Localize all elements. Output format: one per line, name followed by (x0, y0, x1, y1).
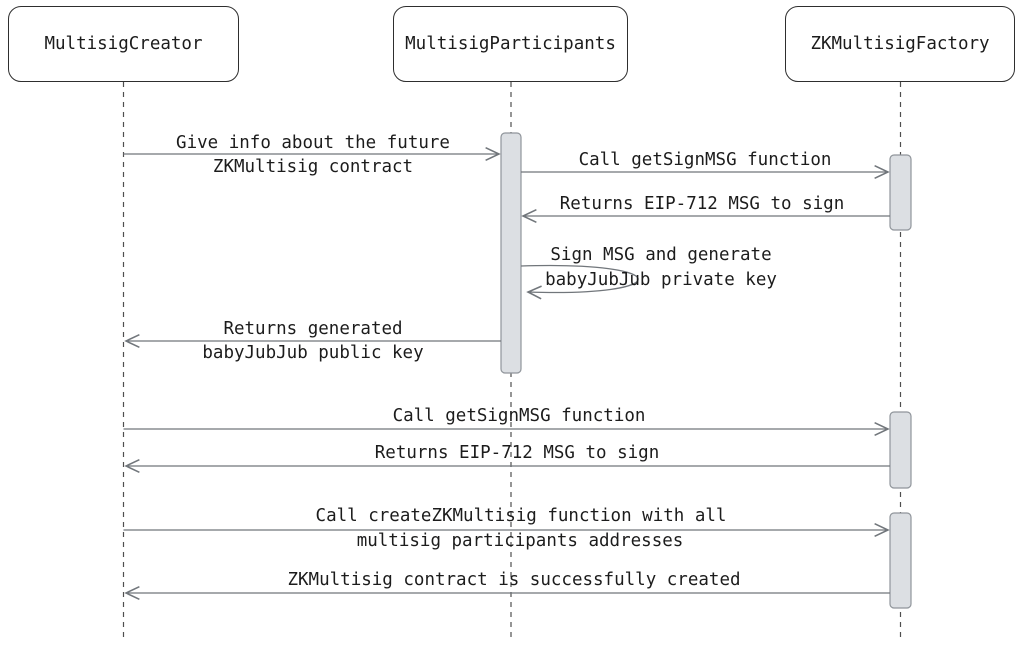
message-1-line-1: Give info about the future (176, 133, 450, 153)
message-4-line-2: babyJubJub private key (545, 270, 777, 290)
message-9-line-1: ZKMultisig contract is successfully crea… (287, 570, 741, 590)
message-6-line-1: Call getSignMSG function (392, 406, 646, 426)
participant-box-zkmultisig-factory: ZKMultisigFactory (785, 6, 1015, 82)
message-5-line-2: babyJubJub public key (202, 343, 424, 363)
message-3-line-1: Returns EIP-712 MSG to sign (559, 194, 845, 214)
message-4-line-1: Sign MSG and generate (550, 245, 772, 265)
activation-bar-participants (500, 132, 522, 374)
message-2-line-1: Call getSignMSG function (578, 150, 832, 170)
message-1-line-2: ZKMultisig contract (212, 157, 414, 177)
participant-label-multisig-participants: MultisigParticipants (405, 34, 616, 54)
participant-label-multisig-creator: MultisigCreator (44, 34, 203, 54)
message-7-line-1: Returns EIP-712 MSG to sign (374, 443, 660, 463)
activation-bar-factory-2 (889, 411, 912, 489)
message-8-line-2: multisig participants addresses (356, 531, 684, 551)
activation-bar-factory-1 (889, 154, 912, 231)
participant-label-zkmultisig-factory: ZKMultisigFactory (810, 34, 990, 54)
activation-bar-factory-3 (889, 512, 912, 609)
participant-box-multisig-participants: MultisigParticipants (393, 6, 628, 82)
message-8-line-1: Call createZKMultisig function with all (315, 506, 727, 526)
message-5-line-1: Returns generated (223, 319, 403, 339)
participant-box-multisig-creator: MultisigCreator (8, 6, 239, 82)
arrow-message-4-self-loop (520, 264, 639, 300)
